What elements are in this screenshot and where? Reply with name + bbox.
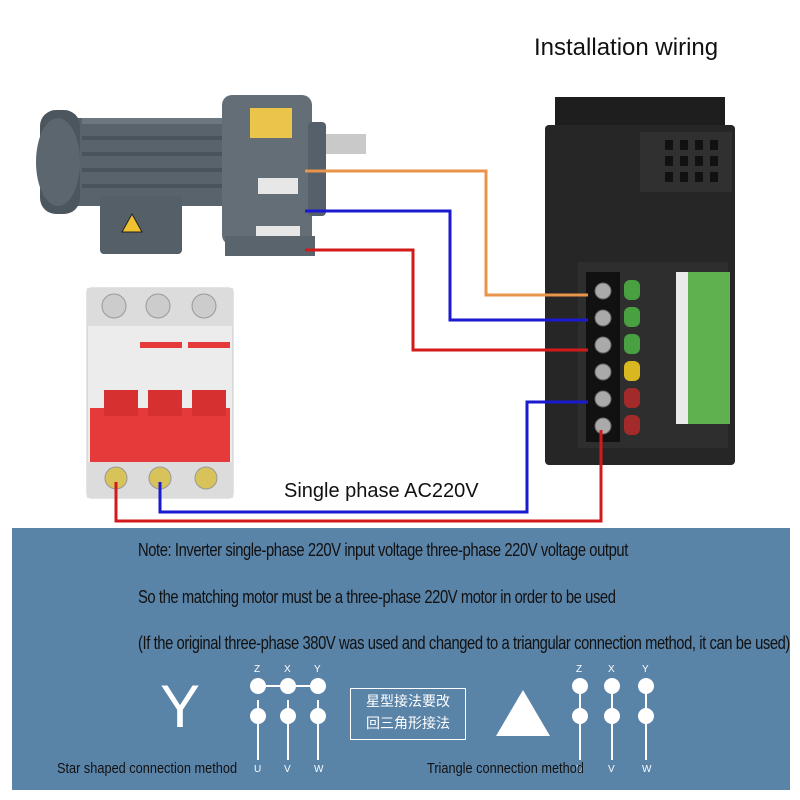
note-line-1: Note: Inverter single-phase 220V input v… [138, 540, 628, 560]
star-bottom-v: V [284, 764, 291, 775]
single-phase-label: Single phase AC220V [284, 480, 479, 502]
wires [114, 169, 603, 523]
triangle-terminal-diagram [572, 678, 654, 760]
chinese-note-line-1: 星型接法要改 [366, 694, 450, 710]
triangle-symbol [496, 690, 550, 736]
triangle-caption: Triangle connection method [427, 760, 584, 777]
star-caption: Star shaped connection method [57, 760, 238, 777]
star-terminal-diagram [250, 678, 326, 760]
gear-motor [36, 95, 366, 256]
triangle-bottom-w: W [642, 764, 652, 775]
notes-panel [12, 528, 790, 790]
note-line-2: So the matching motor must be a three-ph… [138, 587, 616, 607]
diagram-title: Installation wiring [534, 34, 719, 61]
star-top-x: X [284, 664, 291, 675]
chinese-note-line-2: 回三角形接法 [366, 716, 450, 732]
inverter-controller [545, 97, 735, 465]
star-bottom-w: W [314, 764, 324, 775]
triangle-bottom-v: V [608, 764, 615, 775]
star-top-z: Z [254, 664, 261, 675]
star-top-y: Y [314, 664, 321, 675]
star-symbol: Y [160, 673, 201, 740]
triangle-bottom-u: U [576, 764, 584, 775]
chinese-note-box: 星型接法要改 回三角形接法 [350, 688, 466, 740]
star-bottom-u: U [254, 764, 262, 775]
triangle-top-x: X [608, 664, 615, 675]
note-line-3: (If the original three-phase 380V was us… [138, 633, 790, 653]
triangle-top-y: Y [642, 664, 649, 675]
triangle-top-z: Z [576, 664, 583, 675]
circuit-breaker [86, 287, 234, 499]
